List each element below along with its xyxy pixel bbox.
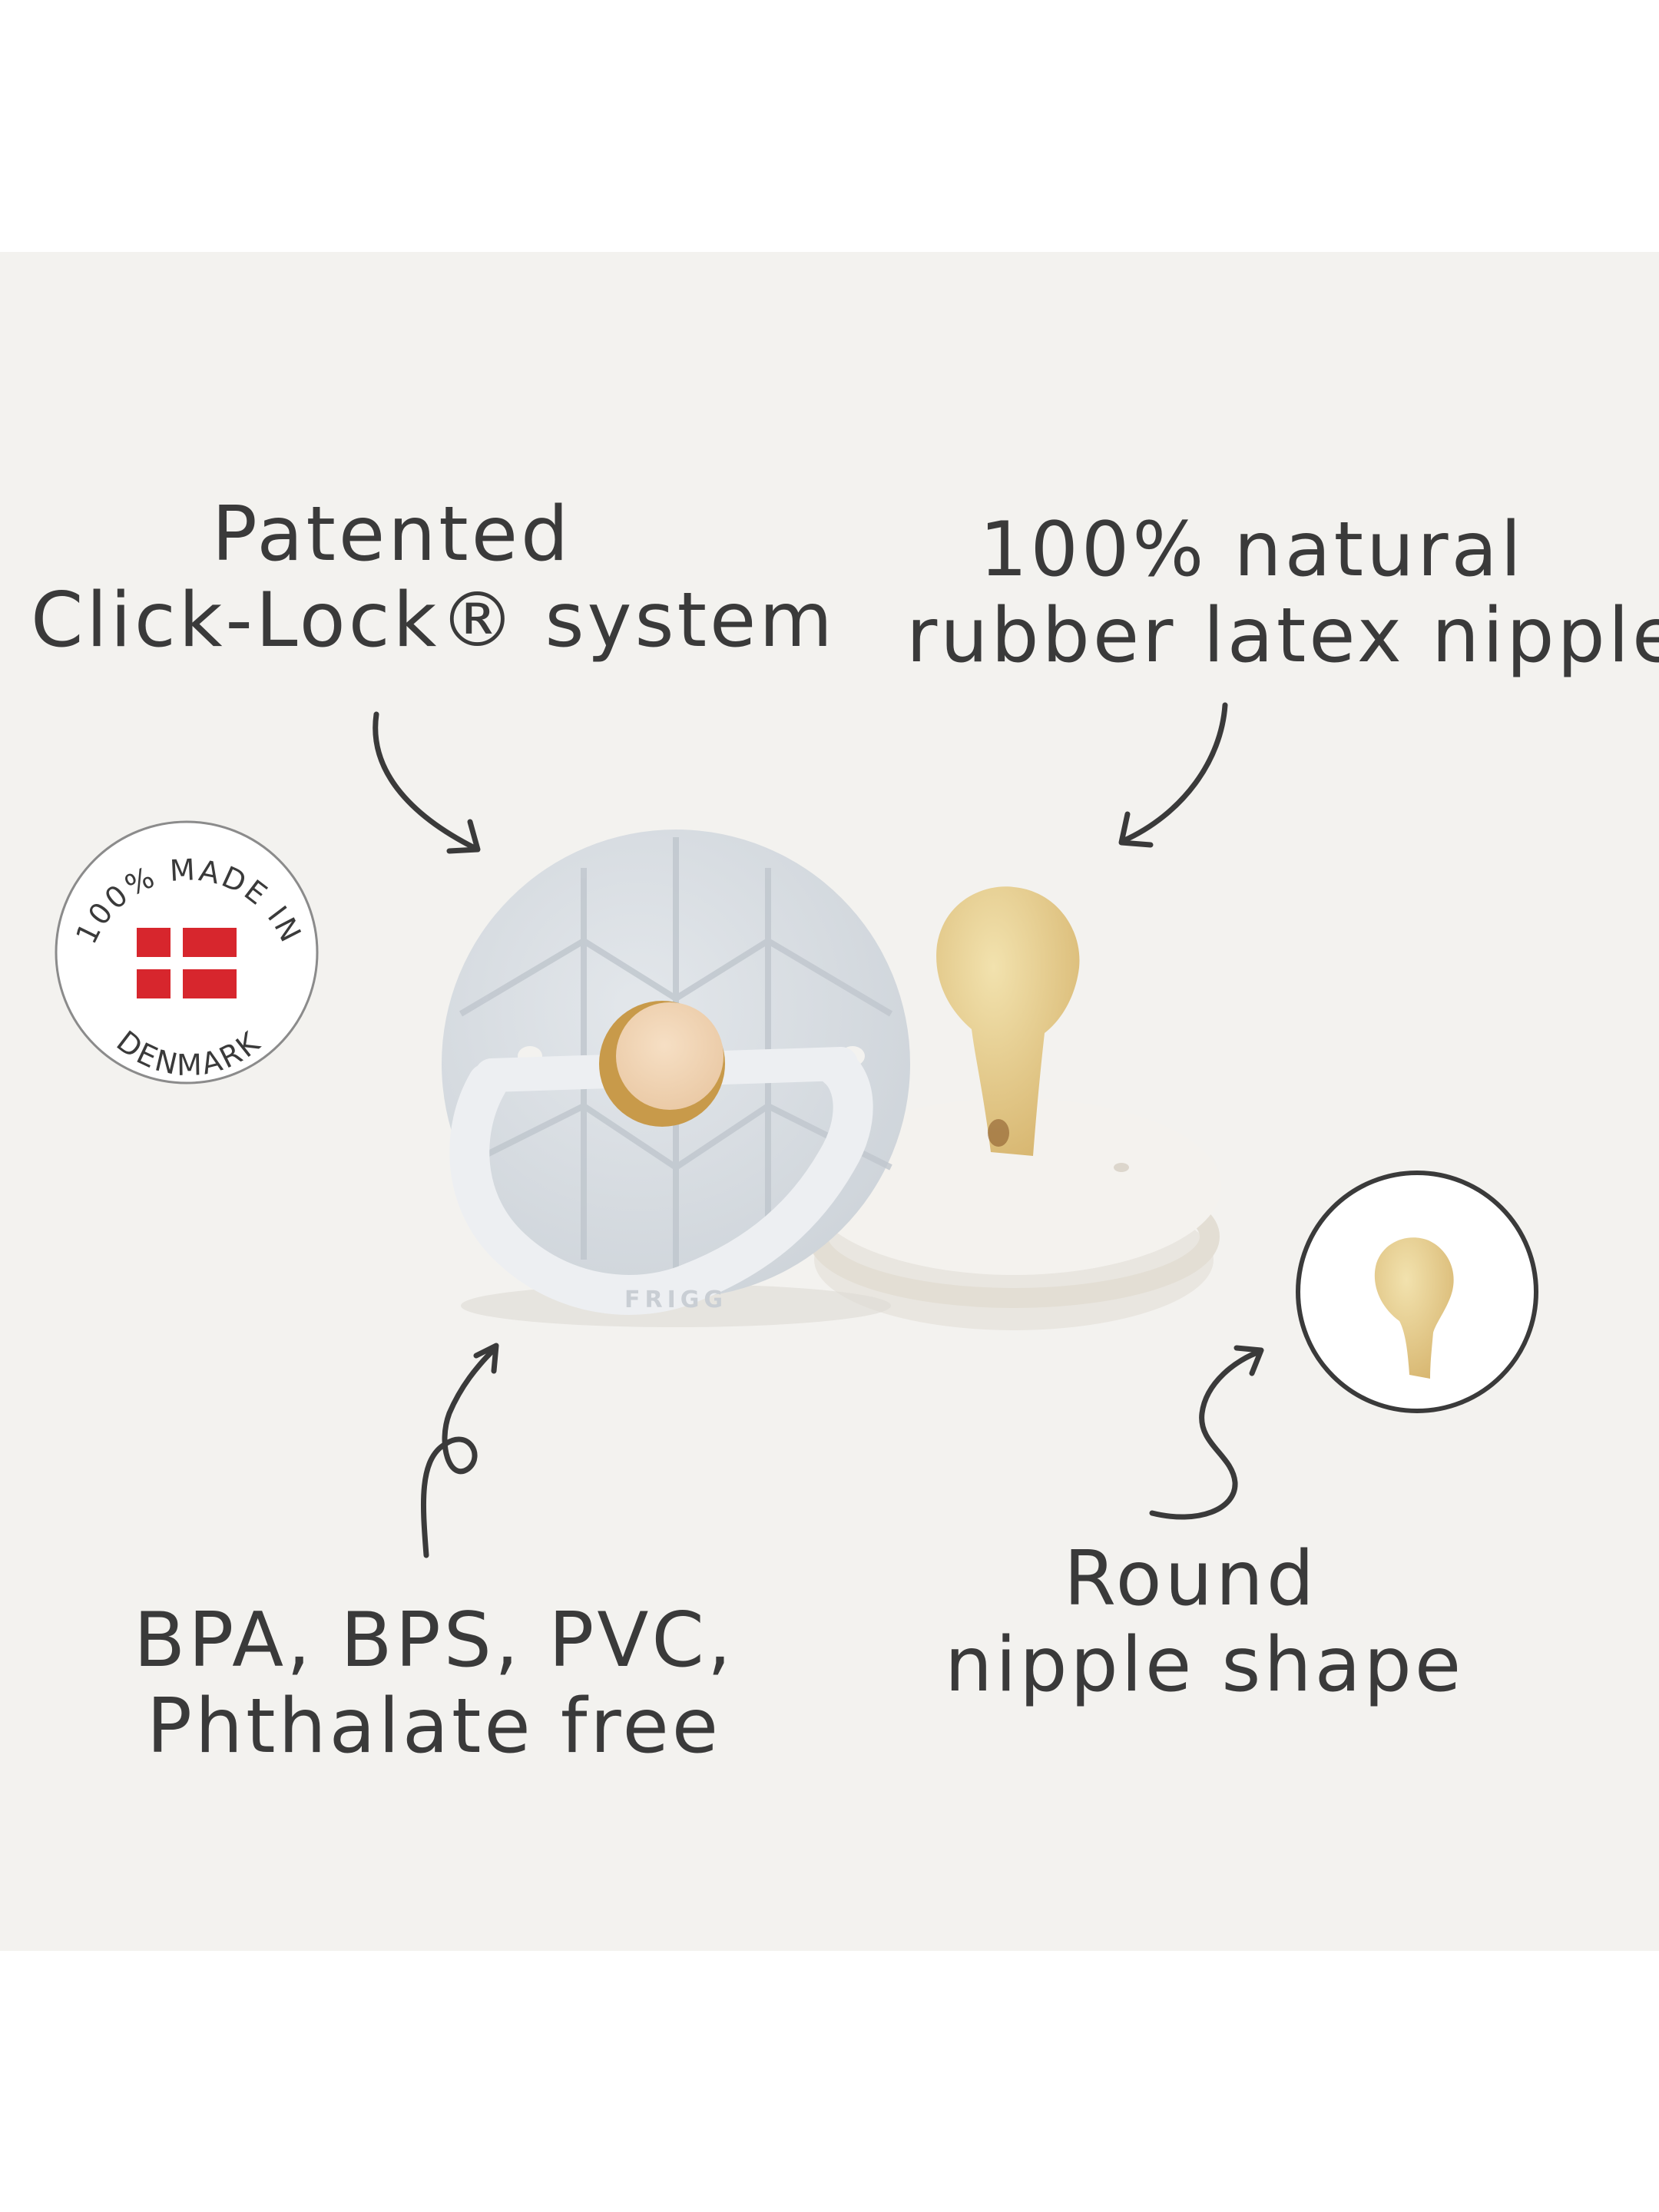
danish-flag-icon [137,928,237,998]
arrow-round-shape [1149,1349,1263,1520]
callout-bpa-free: BPA, BPS, PVC, Phthalate free [115,1598,753,1770]
latex-nipple [936,886,1080,1156]
made-in-denmark-badge: 100% MADE IN DENMARK [55,820,319,1084]
click-lock-button [616,1002,724,1110]
callout-bpa-free-line2: Phthalate free [146,1683,722,1770]
arrow-natural-rubber [1120,702,1228,844]
callout-natural-rubber-line2: rubber latex nipple [906,592,1659,680]
callout-natural-rubber: 100% natural rubber latex nipple [906,506,1659,680]
callout-round-shape: Round nipple shape [945,1535,1465,1709]
arrow-click-lock [373,711,479,852]
pacifier-ring [449,1048,873,1315]
callout-click-lock-line1: Patented [211,491,572,578]
callout-bpa-free-line1: BPA, BPS, PVC, [134,1597,734,1684]
callout-click-lock: Patented Click-Lock® system [31,491,836,664]
brand-emboss: FRIGG [624,1286,727,1313]
hand-drawn-arrow-icon [373,702,1264,1558]
callout-click-lock-line2: Click-Lock® system [31,577,836,664]
callout-round-shape-line2: nipple shape [945,1621,1465,1709]
arrow-bpa-free [421,1345,498,1558]
round-nipple-detail-icon [1296,1171,1538,1413]
front-pacifier: FRIGG [442,830,910,1327]
callout-natural-rubber-line1: 100% natural [979,506,1525,594]
callout-round-shape-line1: Round [1063,1535,1318,1623]
